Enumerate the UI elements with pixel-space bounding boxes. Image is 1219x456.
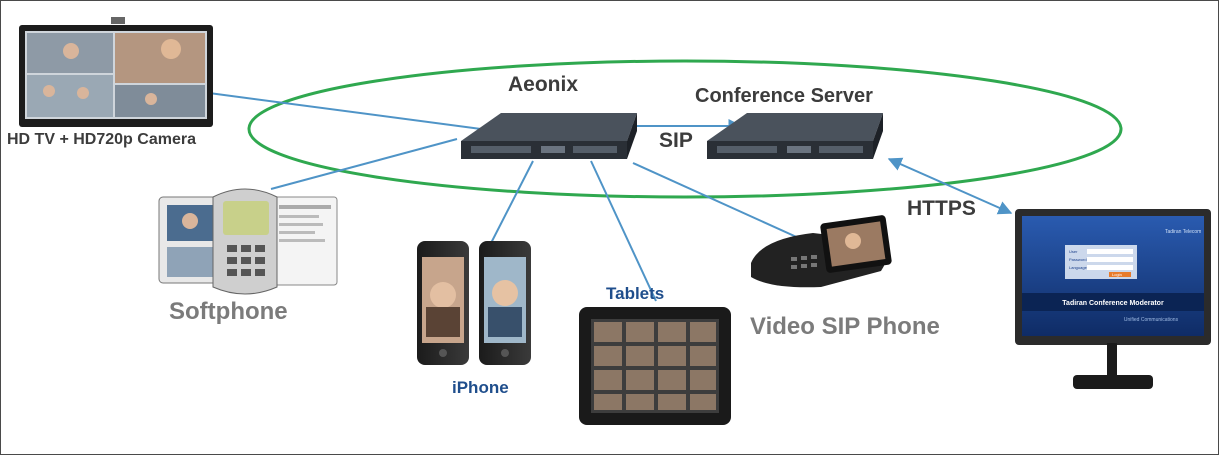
label-aeonix: Aeonix bbox=[508, 73, 579, 96]
monitor-brand: Tadiran Telecom bbox=[1165, 229, 1201, 235]
label-https: HTTPS bbox=[907, 197, 976, 220]
label-video-sip-phone: Video SIP Phone bbox=[750, 313, 940, 340]
label-hd-tv: HD TV + HD720p Camera bbox=[7, 131, 196, 148]
link-tablet-aeonix bbox=[590, 160, 657, 302]
aeonix-server-icon bbox=[461, 113, 637, 159]
connection-lines bbox=[208, 92, 1013, 302]
link-https-arrow bbox=[887, 157, 1013, 215]
link-softphone-aeonix bbox=[270, 138, 458, 190]
conference-server-icon bbox=[707, 113, 883, 159]
network-ellipse bbox=[247, 59, 1123, 199]
label-conference-server: Conference Server bbox=[695, 85, 873, 107]
label-sip: SIP bbox=[659, 129, 693, 152]
link-hdtv-aeonix bbox=[208, 92, 482, 130]
tablet-icon bbox=[579, 307, 731, 425]
monitor-field-language: Language bbox=[1069, 265, 1088, 270]
link-videophone-aeonix bbox=[632, 162, 802, 240]
monitor-login-button: Login bbox=[1112, 272, 1122, 277]
monitor-icon bbox=[1015, 209, 1211, 389]
iphone-icon bbox=[417, 241, 531, 365]
monitor-field-password: Password bbox=[1069, 257, 1087, 262]
monitor-screen-text: Tadiran Telecom User Password Language L… bbox=[1062, 229, 1201, 323]
label-tablets: Tablets bbox=[606, 284, 665, 303]
link-iphone-aeonix bbox=[487, 160, 534, 250]
video-sip-phone-icon bbox=[751, 215, 892, 288]
softphone-icon bbox=[158, 188, 338, 295]
monitor-title: Tadiran Conference Moderator bbox=[1062, 300, 1164, 307]
label-iphone: iPhone bbox=[452, 378, 509, 397]
monitor-field-user: User bbox=[1069, 249, 1078, 254]
monitor-subtitle: Unified Communications bbox=[1124, 317, 1179, 323]
hd-tv-icon bbox=[19, 17, 213, 127]
label-softphone: Softphone bbox=[169, 298, 288, 325]
